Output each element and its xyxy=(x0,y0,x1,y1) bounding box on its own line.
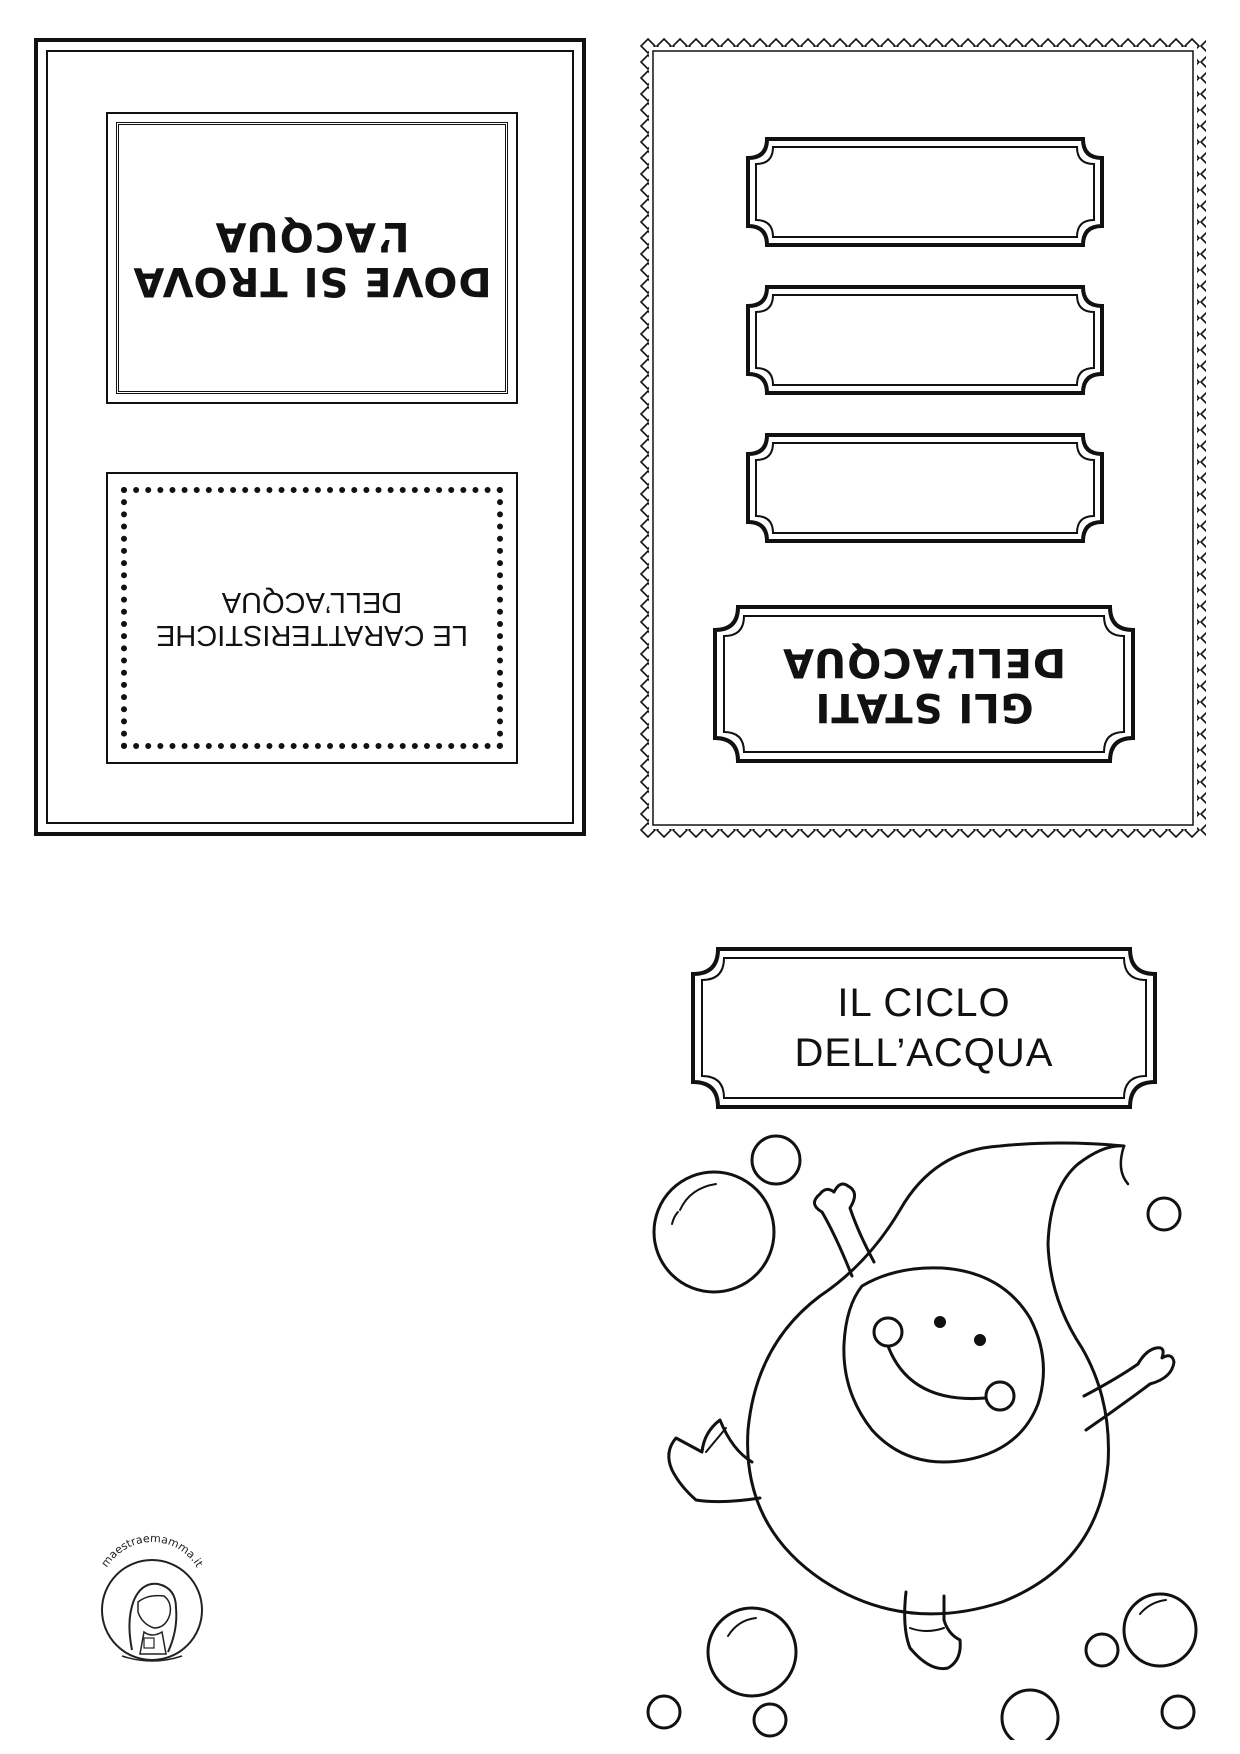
water-characteristics-label-line-1: LE CARATTERISTICHE xyxy=(155,619,469,652)
water-states-label-line-1: GLI STATI xyxy=(814,683,1034,730)
cover-title-line-1: IL CICLO xyxy=(837,981,1011,1025)
state-label-2[interactable] xyxy=(745,284,1105,396)
bubbles xyxy=(646,1134,1198,1740)
cover-title-frame xyxy=(691,947,1157,1109)
cover-title-box: IL CICLO DELL’ACQUA xyxy=(690,946,1158,1110)
water-characteristics-box[interactable]: LE CARATTERISTICHE DELL’ACQUA xyxy=(106,472,518,764)
logo-text: maestraemamma.it xyxy=(99,1532,206,1570)
logo-stamp: maestraemamma.it xyxy=(82,1520,222,1680)
water-states-label: GLI STATI DELL’ACQUA xyxy=(712,604,1136,764)
water-characteristics-label: LE CARATTERISTICHE DELL’ACQUA xyxy=(108,474,516,762)
cover-title-line-2: DELL’ACQUA xyxy=(794,1031,1054,1075)
left-flap-outer-frame xyxy=(34,38,586,836)
cover-title: IL CICLO DELL’ACQUA xyxy=(690,946,1158,1110)
state-label-3[interactable] xyxy=(745,432,1105,544)
where-water-label-line-2: L’ACQUA xyxy=(214,213,410,259)
state-label-1[interactable] xyxy=(745,136,1105,248)
characteristics-dotted-frame xyxy=(121,487,503,749)
where-water-box[interactable]: DOVE SI TROVA L’ACQUA xyxy=(106,112,518,404)
water-states-frame xyxy=(713,605,1135,763)
right-flap-frame xyxy=(640,38,1206,838)
logo-graphic: maestraemamma.it xyxy=(99,1532,206,1662)
where-water-label: DOVE SI TROVA L’ACQUA xyxy=(108,114,516,402)
left-flap-inner-frame xyxy=(46,50,574,824)
water-drop-mascot xyxy=(646,1134,1198,1740)
svg-text:maestraemamma.it: maestraemamma.it xyxy=(99,1532,206,1570)
water-characteristics-label-line-2: DELL’ACQUA xyxy=(221,586,403,618)
where-water-label-line-1: DOVE SI TROVA xyxy=(132,257,492,304)
water-states-box[interactable]: GLI STATI DELL’ACQUA xyxy=(712,604,1136,764)
where-water-box-inner-frame xyxy=(116,122,508,394)
water-states-label-line-2: DELL’ACQUA xyxy=(781,639,1067,685)
